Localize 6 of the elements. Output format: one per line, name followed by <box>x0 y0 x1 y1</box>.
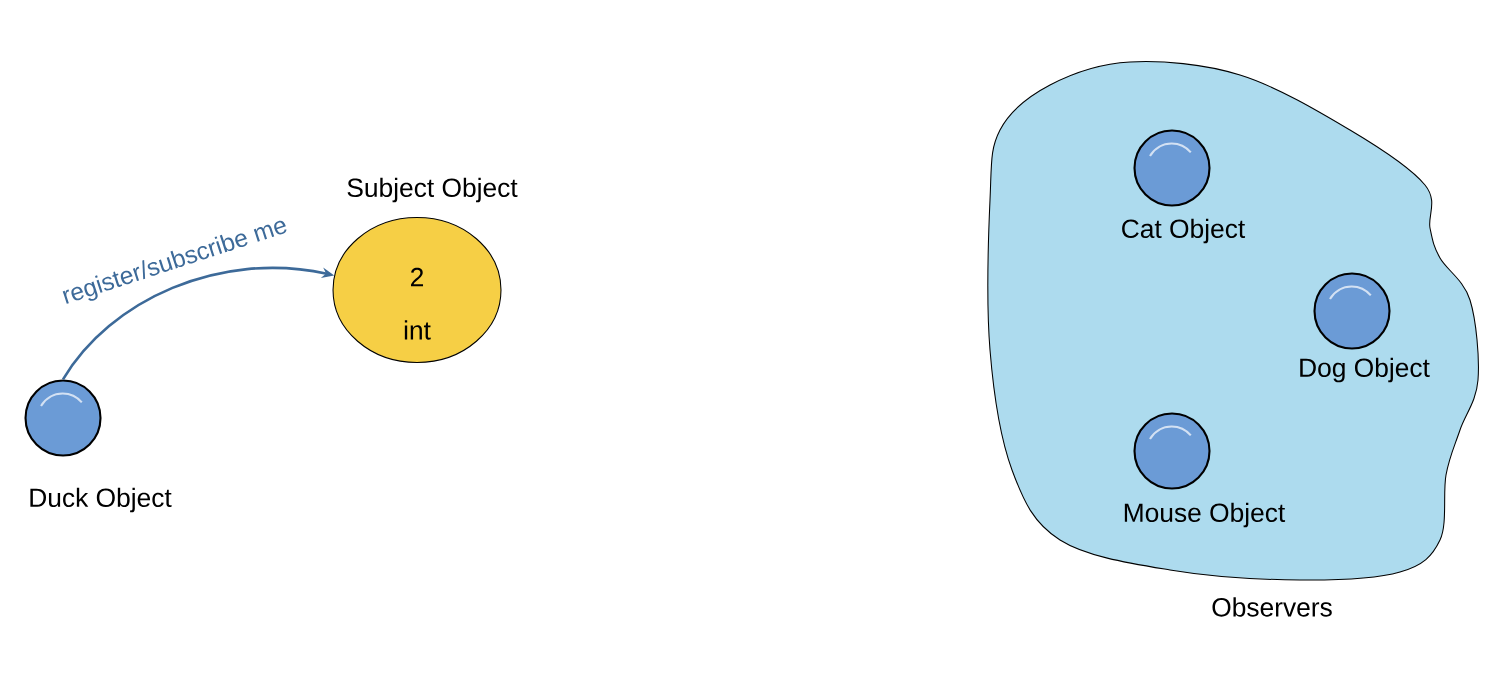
object-label: Duck Object <box>30 487 172 513</box>
object-label: Mouse Object <box>1124 502 1286 528</box>
object-label: Dog Object <box>1300 357 1430 383</box>
node-label: Observers <box>1212 597 1332 617</box>
subject-label: Subject Object <box>347 177 518 203</box>
object-label: Cat Object <box>1122 218 1246 244</box>
